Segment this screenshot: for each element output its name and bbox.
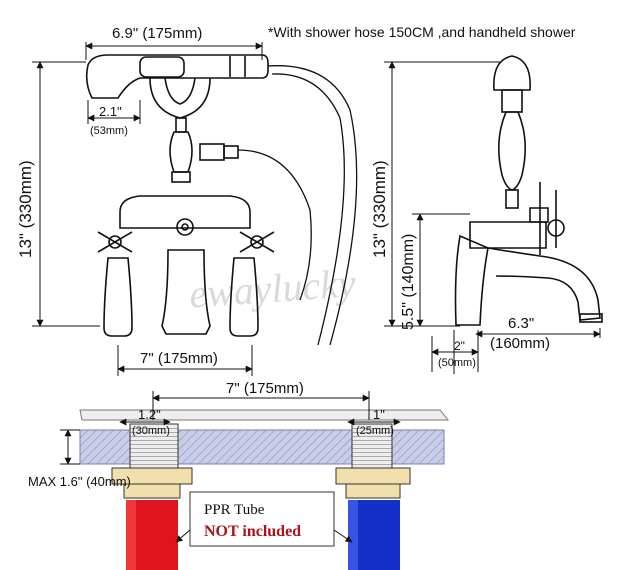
faucet-side-view bbox=[454, 55, 603, 326]
left-threaded-leg bbox=[111, 423, 193, 499]
callout-not-included: NOT included bbox=[204, 523, 301, 540]
ppr-callout-box bbox=[189, 491, 335, 547]
left-cross-handle bbox=[97, 231, 133, 253]
dim-base-mm: (50mm) bbox=[438, 357, 476, 369]
dim-center-install: 7" (175mm) bbox=[226, 380, 304, 397]
callout-ppr-tube: PPR Tube bbox=[204, 502, 265, 518]
cold-pipe bbox=[348, 500, 400, 570]
watermark: ewaylucky bbox=[188, 260, 358, 317]
dim-handle-mm: (53mm) bbox=[90, 125, 128, 137]
right-cross-handle bbox=[239, 231, 275, 253]
dim-base-in: 2" bbox=[454, 339, 465, 353]
dim-handle-in: 2.1" bbox=[99, 104, 122, 119]
dim-center-front: 7" (175mm) bbox=[140, 350, 218, 367]
dim-right-leg-in: 1" bbox=[373, 407, 385, 422]
dim-spout-length-mm: (160mm) bbox=[490, 335, 550, 352]
faucet-front-view bbox=[85, 54, 358, 346]
dim-height-left: 13" (330mm) bbox=[16, 160, 35, 258]
dim-right-leg-mm: (25mm) bbox=[356, 425, 394, 437]
side-spout bbox=[487, 247, 601, 321]
dim-spout-length-in: 6.3" bbox=[508, 315, 534, 332]
dim-height-right: 13" (330mm) bbox=[370, 160, 389, 258]
right-threaded-leg bbox=[335, 423, 411, 499]
dim-left-leg-mm: (30mm) bbox=[132, 425, 170, 437]
dim-width-top: 6.9" (175mm) bbox=[112, 25, 202, 42]
dim-left-leg-in: 1.2" bbox=[138, 407, 161, 422]
shower-hose bbox=[267, 65, 358, 346]
side-cross-handle bbox=[539, 182, 557, 255]
shower-hose-note: *With shower hose 150CM ,and handheld sh… bbox=[268, 24, 576, 40]
handheld-shower bbox=[85, 54, 269, 99]
dim-spout-height: 5.5" (140mm) bbox=[400, 234, 417, 330]
dim-deck-max: MAX 1.6" (40mm) bbox=[28, 474, 131, 489]
hot-pipe bbox=[126, 500, 178, 570]
